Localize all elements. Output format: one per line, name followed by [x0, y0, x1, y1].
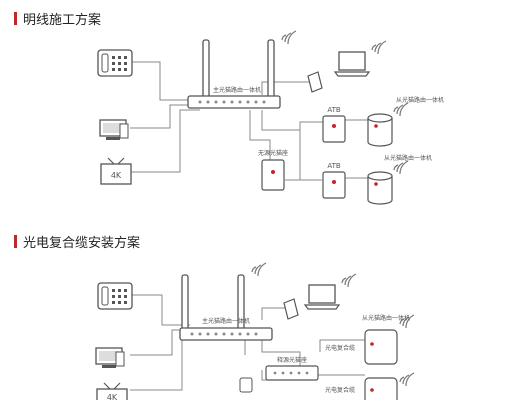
- diagram-open-wiring: 4K 主光猫路由一体机 无源光猫座: [97, 30, 444, 205]
- section-1-title: 明线施工方案: [14, 9, 101, 28]
- tv-label: 4K: [107, 393, 118, 400]
- passive-cat-icon: [261, 159, 285, 191]
- secondary-router-1-icon: [367, 102, 409, 147]
- secondary-router-2-icon: [364, 372, 415, 400]
- title-accent-bar: [14, 12, 17, 25]
- connection-lines: [130, 61, 368, 181]
- passive-cat-label: 无源光猫座: [258, 149, 288, 157]
- passive-cat-label: 释源光猫座: [277, 356, 307, 364]
- tv-label: 4K: [111, 171, 122, 180]
- secondary-router-2-icon: [367, 160, 409, 205]
- wall-socket-icon: [239, 377, 253, 393]
- telephone-icon: [97, 49, 133, 77]
- desktop-computer-icon: [99, 119, 129, 140]
- title-accent-bar: [14, 235, 17, 248]
- laptop-icon: [303, 273, 357, 310]
- atb-2-icon: [322, 171, 346, 199]
- main-router-label: 主光猫路由一体机: [213, 86, 261, 94]
- section-2-title-text: 光电复合缆安装方案: [23, 236, 141, 251]
- telephone-icon: [97, 282, 133, 310]
- desktop-computer-icon: [95, 347, 125, 368]
- secondary-router-2-label: 从光猫路由一体机: [384, 154, 432, 162]
- atb-1-icon: [322, 115, 346, 143]
- secondary-router-1-icon: [364, 314, 415, 365]
- main-router-icon: [187, 30, 297, 109]
- main-router-label: 主光猫路由一体机: [202, 317, 250, 325]
- tv-icon: 4K: [100, 157, 132, 185]
- section-1-title-text: 明线施工方案: [23, 13, 102, 28]
- section-2-title: 光电复合缆安装方案: [14, 232, 140, 251]
- tv-icon: 4K: [96, 382, 128, 400]
- laptop-icon: [333, 40, 387, 77]
- secondary-router-1-label: 从光猫路由一体机: [362, 314, 410, 322]
- composite-cable-2-label: 光电复合缆: [325, 386, 355, 394]
- secondary-router-1-label: 从光猫路由一体机: [396, 96, 444, 104]
- power-adapter-icon: [307, 71, 323, 93]
- power-adapter-icon: [283, 298, 299, 320]
- atb-1-label: ATB: [327, 106, 341, 114]
- main-router-icon: [179, 262, 273, 341]
- atb-2-label: ATB: [327, 162, 341, 170]
- diagram-composite-cable: 4K 主光猫路由一体机 释源光猫座: [95, 262, 415, 400]
- composite-cable-1-label: 光电复合缆: [325, 344, 355, 352]
- passive-cat-icon: [265, 365, 319, 381]
